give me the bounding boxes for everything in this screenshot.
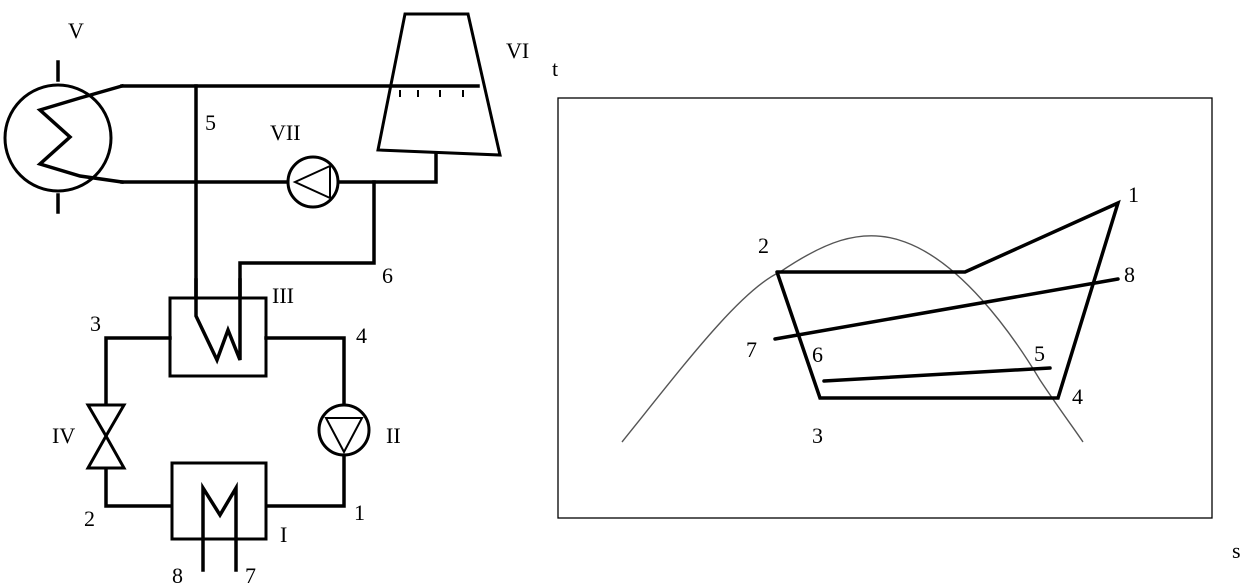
ts-label-4: 4 <box>1072 384 1083 409</box>
label-iv: IV <box>52 423 75 448</box>
iii-box <box>168 296 268 378</box>
ts-label-3: 3 <box>812 423 823 448</box>
label-point-5: 5 <box>205 110 216 135</box>
heat-pump-schematic: V VI VII 5 6 III 3 4 IV II 2 1 I 8 7 <box>3 12 529 588</box>
label-point-4: 4 <box>356 323 367 348</box>
label-point-3: 3 <box>90 311 101 336</box>
ts-y-axis-label: t <box>552 56 558 81</box>
vii-triangle <box>292 164 331 200</box>
pipe-vii-to-vi <box>336 153 438 184</box>
component-i-evaporator <box>170 461 268 572</box>
ts-label-6: 6 <box>812 342 823 367</box>
v-coil <box>36 83 125 184</box>
component-ii-compressor <box>317 403 371 457</box>
label-point-2: 2 <box>84 506 95 531</box>
label-vii: VII <box>270 120 301 145</box>
saturation-curve <box>621 235 1084 443</box>
component-v-heat-exchanger <box>3 60 125 214</box>
v-circle <box>3 83 113 193</box>
label-point-6: 6 <box>382 263 393 288</box>
label-point-8: 8 <box>172 563 183 588</box>
label-i: I <box>280 522 287 547</box>
ii-triangle <box>324 417 364 455</box>
ii-circle <box>317 403 371 457</box>
ts-label-5: 5 <box>1034 341 1045 366</box>
i-coil <box>201 481 238 572</box>
label-v: V <box>68 18 84 43</box>
ts-frame <box>557 97 1213 519</box>
iv-lower-triangle <box>85 432 127 470</box>
ts-diagram: t s 1 2 3 4 5 6 7 8 <box>552 56 1241 563</box>
iv-upper-triangle <box>85 403 127 439</box>
component-vii-pump <box>286 155 340 209</box>
ts-label-2: 2 <box>758 233 769 258</box>
pipe-2 <box>104 466 174 508</box>
line-7-8 <box>773 277 1120 341</box>
line-6-5 <box>822 366 1052 383</box>
ts-label-7: 7 <box>746 337 757 362</box>
component-iii-condenser <box>168 278 268 378</box>
label-iii: III <box>272 283 294 308</box>
pipe-1 <box>264 453 346 508</box>
pipe-4 <box>264 336 346 407</box>
label-ii: II <box>386 423 401 448</box>
vii-circle <box>286 155 340 209</box>
ts-label-1: 1 <box>1128 182 1139 207</box>
label-point-7: 7 <box>245 563 256 588</box>
label-vi: VI <box>506 38 529 63</box>
iii-coil <box>194 278 242 365</box>
component-iv-throttle-valve <box>85 403 127 470</box>
label-point-1: 1 <box>354 500 365 525</box>
ts-label-8: 8 <box>1124 262 1135 287</box>
ts-x-axis-label: s <box>1232 538 1241 563</box>
pipe-3 <box>104 336 172 407</box>
refrigerant-cycle <box>775 199 1121 400</box>
i-box <box>170 461 268 541</box>
